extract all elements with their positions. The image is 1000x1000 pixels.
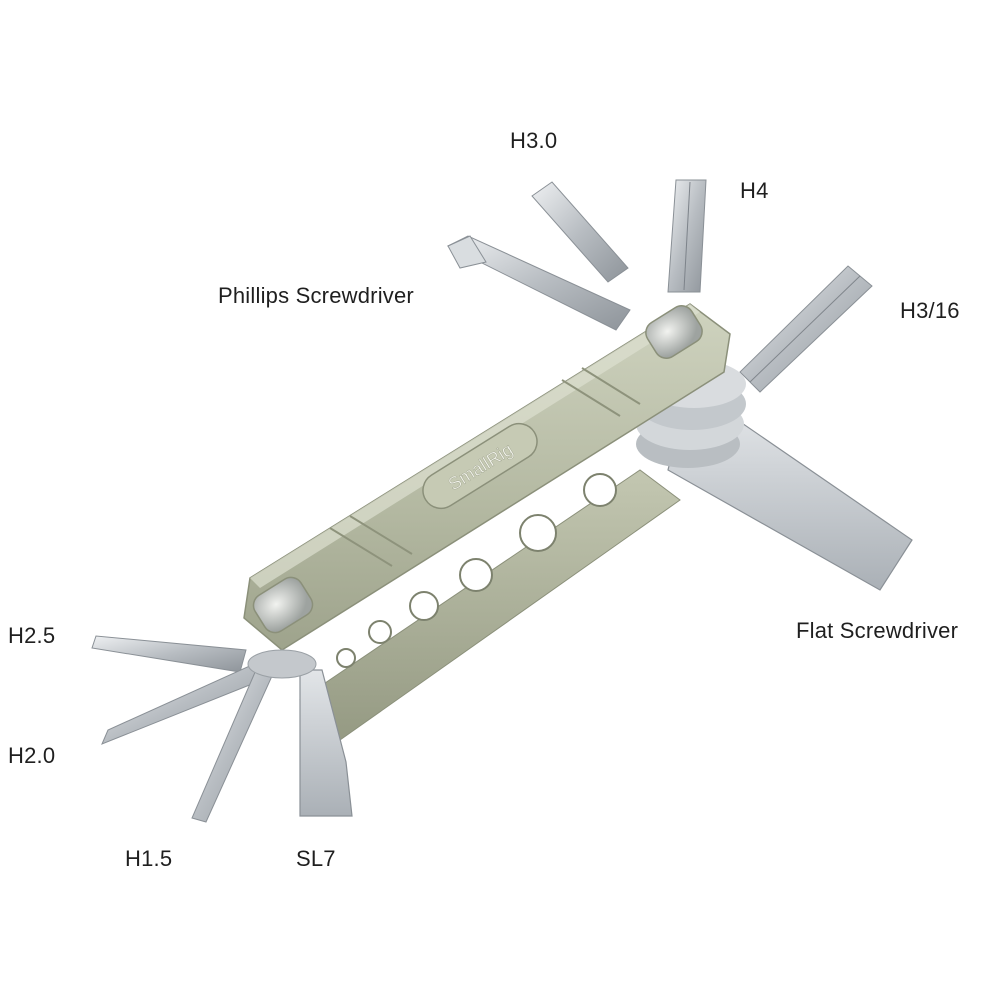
label-phillips-screwdriver: Phillips Screwdriver: [218, 283, 414, 308]
bit-h4: [667, 179, 707, 293]
label-h1-5: H1.5: [125, 846, 173, 871]
bit-h3-0: [531, 181, 629, 283]
label-h3-0: H3.0: [510, 128, 558, 153]
pivot-cap-lower: [252, 576, 314, 634]
label-h2-5: H2.5: [8, 623, 56, 648]
bit-sl7: [299, 669, 353, 817]
tool-body: [243, 303, 731, 651]
bit-phillips: [446, 235, 631, 331]
pivot-stack-lower: [247, 649, 317, 679]
label-h3-16: H3/16: [900, 298, 960, 323]
bit-h3-16: [739, 265, 873, 393]
frame-plate: [299, 469, 681, 741]
pivot-cap-upper: [645, 305, 703, 359]
label-h4: H4: [740, 178, 769, 203]
label-flat-screwdriver: Flat Screwdriver: [796, 618, 959, 643]
label-h2-0: H2.0: [8, 743, 56, 768]
label-sl7: SL7: [296, 846, 336, 871]
bit-h2-5: [91, 635, 247, 673]
